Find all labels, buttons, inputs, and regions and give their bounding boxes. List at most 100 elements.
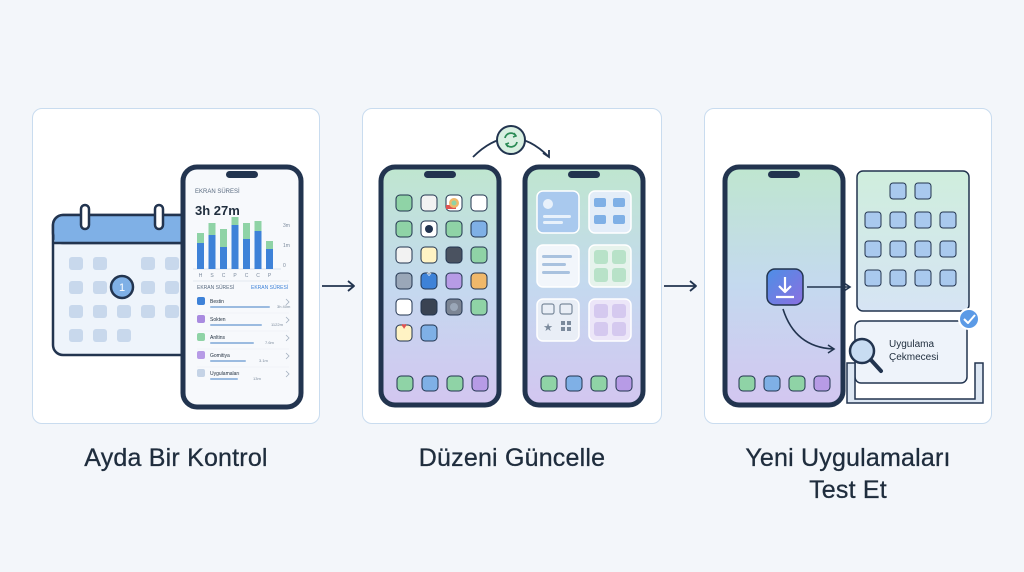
drawer-label-line1: Uygulama [889, 339, 934, 350]
arrow-right-icon [322, 280, 355, 292]
check-icon [958, 308, 980, 330]
section-label: EKRAN SÜRESİ [195, 188, 240, 195]
svg-text:★: ★ [543, 322, 553, 334]
app-icon[interactable] [914, 269, 932, 287]
widget-notes [536, 244, 580, 288]
app-icon[interactable] [445, 220, 463, 238]
app-icon[interactable] [864, 211, 882, 229]
list-header-right[interactable]: EKRAN SÜRESİ [251, 284, 288, 291]
step-1-caption: Ayda Bir Kontrol [84, 444, 268, 472]
app-icon[interactable] [445, 246, 463, 264]
app-icon[interactable] [420, 246, 438, 264]
chart-bar [197, 243, 204, 269]
widget-profile [536, 190, 580, 234]
app-icon[interactable] [420, 194, 438, 212]
app-library-drawer: Uygulama Çekmecesi [846, 320, 984, 404]
app-icon[interactable] [445, 272, 463, 290]
search-icon[interactable] [848, 337, 883, 373]
app-icon[interactable] [395, 220, 413, 238]
app-time: 7.6m [265, 340, 275, 345]
total-time: 3h 27m [195, 203, 240, 218]
app-grid: ♥⌖ [395, 194, 488, 342]
arrow-right-icon [664, 280, 697, 292]
step-3-panel: Uygulama Çekmecesi [704, 108, 992, 424]
app-icon[interactable] [395, 246, 413, 264]
day-label: P [233, 273, 237, 279]
chart-bar [208, 235, 216, 269]
app-icon[interactable] [939, 211, 957, 229]
step-2-illustration: ♥⌖ [378, 125, 646, 408]
chart-bar-segment [197, 233, 204, 243]
chart-bar-segment [243, 223, 250, 239]
axis-label-top: 3m [283, 223, 290, 229]
step-3-illustration: Uygulama Çekmecesi [722, 164, 984, 408]
chart-bar [266, 249, 273, 269]
app-icon[interactable] [470, 298, 488, 316]
chart-bar [231, 225, 239, 269]
app-icon[interactable] [395, 272, 413, 290]
step-3-caption-line2: Test Et [809, 476, 887, 504]
calendar-highlight-day: 1 [119, 282, 125, 294]
app-icon[interactable] [889, 269, 907, 287]
app-icon[interactable] [395, 324, 413, 342]
phone-before: ♥⌖ [378, 164, 502, 408]
app-icon[interactable] [939, 269, 957, 287]
list-item[interactable]: Anltins 7.6m [197, 333, 290, 350]
app-icon[interactable] [420, 272, 438, 290]
day-label: C [245, 273, 249, 279]
app-icon[interactable] [889, 182, 907, 200]
drawer-label-line2: Çekmecesi [889, 352, 938, 363]
app-name: Anltins [210, 335, 226, 341]
step-3-caption: Yeni Uygulamaları Test Et [704, 442, 992, 506]
dock [396, 375, 489, 392]
widget-folders [588, 190, 632, 234]
chart-bar-segment [266, 241, 273, 249]
widget-apps-folder: ★ [536, 298, 580, 342]
app-icon[interactable] [939, 240, 957, 258]
app-icon[interactable] [470, 246, 488, 264]
app-time: 1122m [271, 322, 284, 327]
download-icon[interactable] [766, 268, 804, 306]
app-icon[interactable] [470, 194, 488, 212]
list-header-left: EKRAN SÜRESİ [197, 284, 234, 291]
app-icon[interactable] [864, 240, 882, 258]
app-icon[interactable] [420, 324, 438, 342]
app-name: Uygulamaları [210, 371, 239, 377]
app-icon[interactable] [914, 211, 932, 229]
list-item[interactable]: Gomitiya 3.1m [197, 351, 290, 368]
app-time: 3.1m [259, 358, 269, 363]
dock [738, 375, 831, 392]
chart-bar-segment [208, 223, 216, 235]
chart-bars [197, 217, 273, 269]
app-icon[interactable] [420, 298, 438, 316]
step-2-caption: Düzeni Güncelle [418, 444, 606, 472]
widget-grid-lilac [588, 298, 632, 342]
app-icon[interactable] [914, 240, 932, 258]
chart-bar [254, 231, 262, 269]
app-icon[interactable] [889, 211, 907, 229]
chart-bar [243, 239, 250, 269]
app-name: Bestin [210, 299, 224, 305]
chart-bar-segment [220, 229, 227, 247]
day-label: C [256, 273, 260, 279]
app-icon[interactable] [864, 269, 882, 287]
app-icon[interactable] [470, 220, 488, 238]
app-icon[interactable] [395, 298, 413, 316]
axis-label-zero: 0 [283, 263, 286, 269]
app-icon[interactable] [889, 240, 907, 258]
app-icon[interactable] [395, 194, 413, 212]
day-label: S [210, 273, 214, 279]
app-icon[interactable] [914, 182, 932, 200]
day-label: H [199, 273, 203, 279]
app-icon[interactable] [470, 272, 488, 290]
app-name: Gomitiya [210, 353, 230, 359]
step-3-caption-line1: Yeni Uygulamaları [745, 444, 951, 472]
